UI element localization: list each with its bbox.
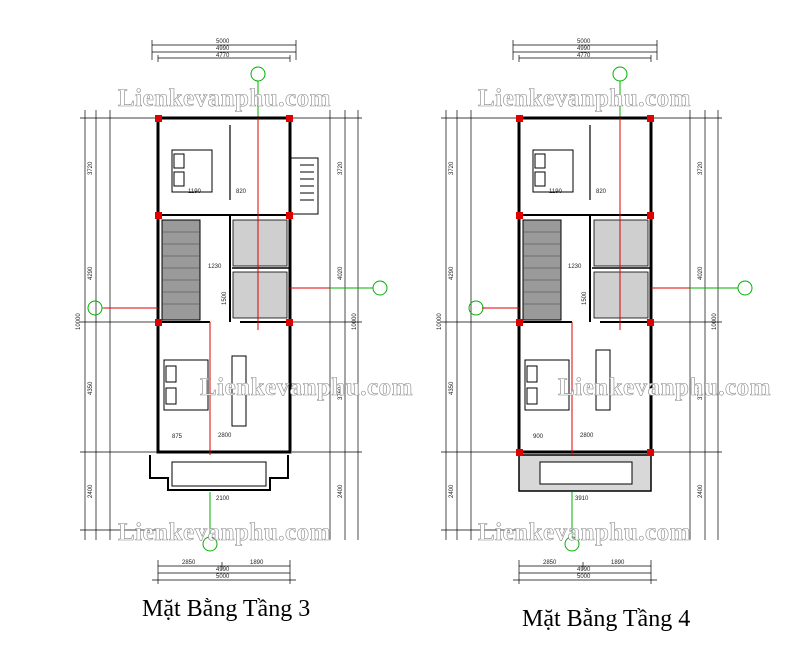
right-dim-2: 4020 — [698, 266, 704, 280]
room-dim-7: 1500 — [222, 291, 228, 305]
right-dim-2: 4020 — [338, 266, 344, 280]
grid-bubble-top — [612, 66, 628, 118]
left-dimension-chains — [441, 110, 519, 540]
left-dim-4: 4350 — [449, 381, 455, 395]
right-dim-4: 3760 — [338, 386, 344, 400]
columns — [516, 115, 654, 456]
left-dim-3: 10000 — [76, 313, 82, 330]
top-dimension-chain — [512, 40, 658, 62]
stair-treads — [523, 231, 561, 305]
watermark-text: Lienkevanphu.com — [478, 85, 691, 112]
room-dim-1: 1190 — [549, 189, 563, 195]
watermark-text: Lienkevanphu.com — [118, 519, 331, 546]
stair-treads — [162, 231, 200, 305]
watermark-text: Lienkevanphu.com — [200, 374, 413, 401]
bottom-dim-4: 5000 — [216, 574, 230, 580]
left-dim-4: 4350 — [88, 381, 94, 395]
watermark-text: Lienkevanphu.com — [118, 85, 331, 112]
room-dim-3: 1230 — [208, 264, 222, 270]
bottom-dim-1: 2850 — [543, 560, 557, 566]
left-dim-1: 3720 — [449, 161, 455, 175]
watermark-text: Lienkevanphu.com — [478, 519, 691, 546]
right-dimension-chains — [652, 110, 722, 540]
watermark-text: Lienkevanphu.com — [558, 374, 771, 401]
bed-top — [532, 149, 574, 193]
bed-bottom — [163, 355, 247, 427]
right-dim-5: 2400 — [698, 484, 704, 498]
top-dim-mid: 4990 — [577, 46, 591, 52]
bottom-dimension-chain — [513, 560, 657, 584]
top-dim-overall: 5000 — [216, 39, 230, 45]
right-dim-3: 10000 — [712, 313, 718, 330]
top-dim-mid: 4990 — [216, 46, 230, 52]
bed-top — [171, 149, 213, 193]
stair-hatch — [161, 219, 201, 321]
balcony-top-right — [289, 157, 319, 215]
bath-tile-hatch — [232, 271, 288, 319]
right-dim-4: 3760 — [698, 386, 704, 400]
room-dim-4: 875 — [172, 434, 183, 440]
left-dim-1: 3720 — [88, 161, 94, 175]
top-dim-inner: 4770 — [216, 53, 230, 59]
bottom-dimension-chain — [152, 560, 296, 584]
right-dim-3: 10000 — [352, 313, 358, 330]
right-dim-1: 3720 — [338, 161, 344, 175]
bath-tile-hatch — [593, 271, 649, 319]
floor-plan-4: 5000 4990 4770 3720 4290 10000 4350 2400 — [437, 39, 753, 584]
grid-bubble-top — [250, 66, 266, 118]
room-dim-7: 1500 — [582, 291, 588, 305]
top-dim-inner: 4770 — [577, 53, 591, 59]
left-dimension-chains — [80, 110, 160, 540]
bottom-dim-3: 4990 — [216, 567, 230, 573]
axis-lines — [104, 118, 330, 455]
room-dim-2: 820 — [236, 189, 247, 195]
right-dimension-chains — [292, 110, 362, 540]
grid-bubble-bottom — [564, 492, 580, 552]
axis-lines — [482, 118, 690, 455]
left-dim-2: 4290 — [449, 266, 455, 280]
room-dim-3: 1230 — [568, 264, 582, 270]
room-dim-4: 900 — [533, 434, 544, 440]
top-dim-overall: 5000 — [577, 39, 591, 45]
grid-bubble-bottom — [202, 492, 218, 552]
wc-tile-hatch — [232, 219, 288, 267]
bottom-dim-2: 1890 — [611, 560, 625, 566]
bed-bottom — [524, 349, 611, 411]
right-dim-5: 2400 — [338, 484, 344, 498]
floor-plan-3: 5000 4990 4770 3720 4290 10000 4350 2400 — [76, 39, 388, 584]
right-dim-1: 3720 — [698, 161, 704, 175]
left-dim-5: 2400 — [88, 484, 94, 498]
wc-tile-hatch — [593, 219, 649, 267]
front-balcony — [149, 455, 289, 491]
left-dim-2: 4290 — [88, 266, 94, 280]
room-dim-6: 2100 — [216, 496, 230, 502]
room-dim-2: 820 — [596, 189, 607, 195]
bottom-dim-4: 5000 — [577, 574, 591, 580]
stair-hatch — [522, 219, 562, 321]
left-dim-5: 2400 — [449, 484, 455, 498]
plan-title-floor-4: Mặt Bằng Tầng 4 — [522, 606, 691, 632]
bottom-dim-1: 2850 — [182, 560, 196, 566]
terrace-gravel — [518, 454, 652, 492]
room-dim-1: 1190 — [188, 189, 202, 195]
plan-title-floor-3: Mặt Bằng Tầng 3 — [142, 596, 311, 622]
exterior-walls — [156, 116, 292, 454]
room-dim-6: 3910 — [575, 496, 589, 502]
left-dim-3: 10000 — [437, 313, 443, 330]
columns — [155, 115, 293, 326]
exterior-walls — [517, 116, 653, 454]
bottom-dim-2: 1890 — [250, 560, 264, 566]
room-dim-5: 2800 — [218, 433, 232, 439]
room-dim-5: 2800 — [580, 433, 594, 439]
bottom-dim-3: 4990 — [577, 567, 591, 573]
top-dimension-chain — [151, 40, 297, 62]
